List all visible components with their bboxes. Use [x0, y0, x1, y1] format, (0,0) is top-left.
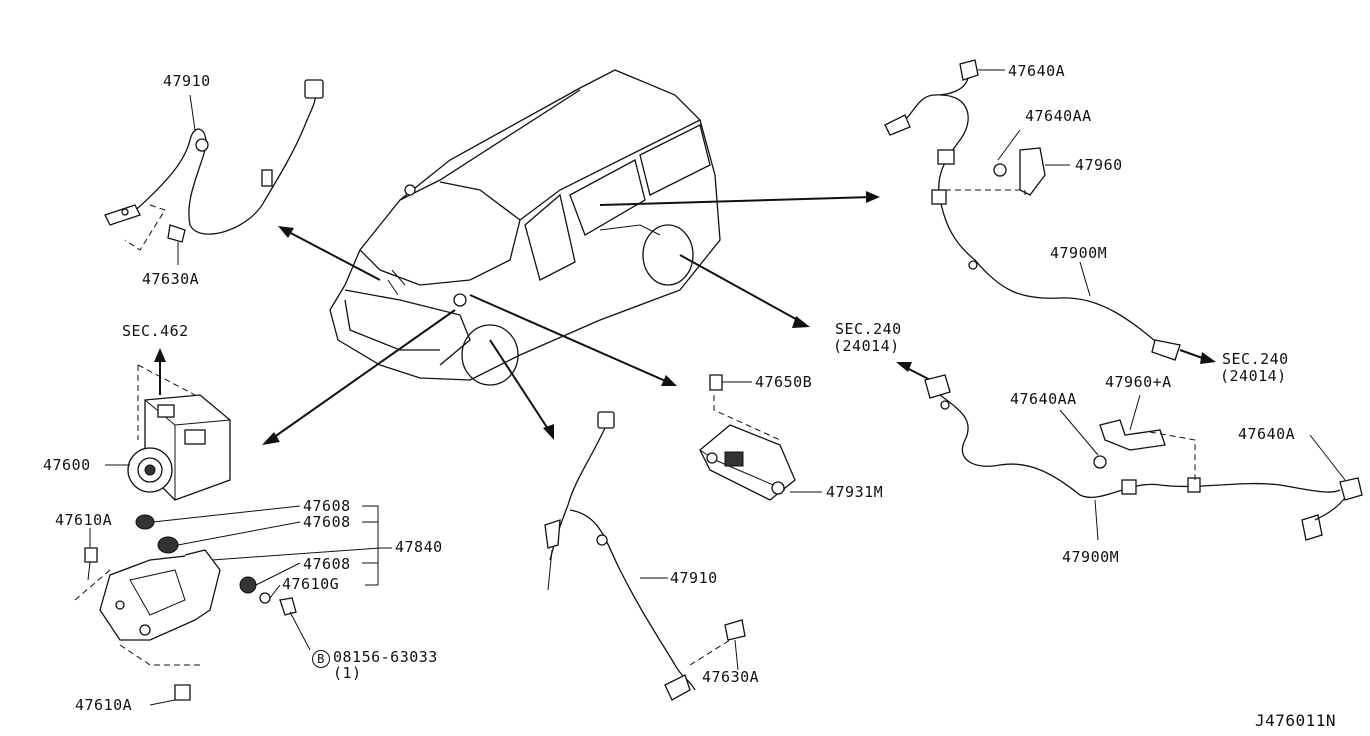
label-47910-top: 47910 [163, 72, 211, 90]
label-47630a-mid: 47630A [702, 668, 760, 686]
label-47610a-bottom: 47610A [75, 696, 133, 714]
label-sec462: SEC.462 [122, 322, 189, 340]
label-47640a-bottom: 47640A [1238, 425, 1296, 443]
front-sensor-harness-top [104, 79, 324, 265]
label-47610a-left: 47610A [55, 511, 113, 529]
rear-sensor-harness-top [884, 59, 1181, 361]
abs-actuator-assembly [74, 364, 392, 706]
label-47931m: 47931M [826, 483, 884, 501]
label-47640aa-bottom: 47640AA [1010, 390, 1077, 408]
label-47600: 47600 [43, 456, 91, 474]
label-47840: 47840 [395, 538, 443, 556]
label-47608-1: 47608 [303, 497, 351, 515]
label-47640a-top: 47640A [1008, 62, 1066, 80]
label-47608-2: 47608 [303, 513, 351, 531]
label-47630a-top: 47630A [142, 270, 200, 288]
label-bolt-badge: B [312, 650, 330, 668]
yaw-rate-sensor [699, 374, 822, 501]
label-47650b: 47650B [755, 373, 813, 391]
label-08156-63033: 08156-63033 [333, 648, 438, 666]
label-47900m-bottom: 47900M [1062, 548, 1120, 566]
rear-sensor-harness-bottom [924, 374, 1363, 541]
label-sec240-right: SEC.240 [1222, 350, 1289, 368]
label-47960: 47960 [1075, 156, 1123, 174]
label-47960a: 47960+A [1105, 373, 1172, 391]
label-47910-mid: 47910 [670, 569, 718, 587]
label-sec240-right-sub: (24014) [1220, 367, 1287, 385]
label-47610g: 47610G [282, 575, 340, 593]
front-sensor-harness-mid [544, 411, 746, 701]
label-sec240-mid: SEC.240 [835, 320, 902, 338]
label-47900m-top: 47900M [1050, 244, 1108, 262]
vehicle-outline [329, 69, 721, 386]
diagram-code: J476011N [1255, 711, 1337, 730]
label-08156-qty: (1) [333, 664, 362, 682]
label-sec240-mid-sub: (24014) [833, 337, 900, 355]
label-47640aa-top: 47640AA [1025, 107, 1092, 125]
label-47608-3: 47608 [303, 555, 351, 573]
